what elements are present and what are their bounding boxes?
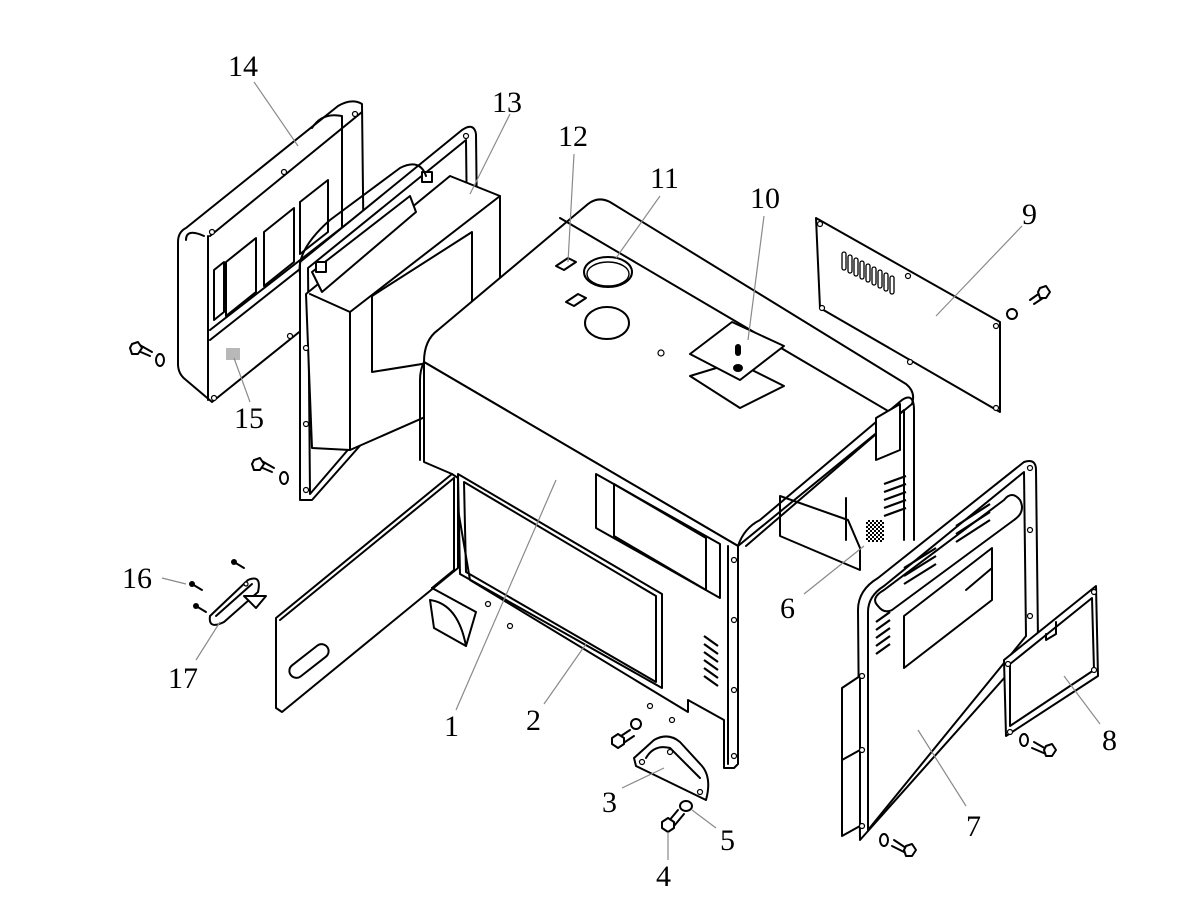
leader-15 — [233, 357, 251, 403]
callout-17: 17 — [168, 662, 198, 695]
leader-14 — [253, 81, 299, 147]
bolt-washer-front-upper — [129, 341, 165, 367]
rear-body-louvers — [883, 474, 907, 518]
part-9-side-vent-cover — [815, 217, 1001, 413]
callout-6: 6 — [780, 592, 795, 625]
bolt-washer-side-cover — [1006, 285, 1051, 320]
leader-3 — [621, 767, 665, 789]
leader-6 — [803, 545, 865, 595]
bolt-washer-rear-cover — [1019, 733, 1057, 757]
callout-14: 14 — [228, 50, 258, 83]
front-cover-louvers — [213, 179, 329, 321]
cover-slots — [841, 251, 895, 295]
part-16-screws — [189, 559, 245, 613]
leader-1 — [455, 479, 557, 711]
callout-7: 7 — [966, 810, 981, 843]
callout-16: 16 — [122, 562, 152, 595]
front-body-louvers — [703, 635, 719, 687]
part-17-door-latch — [208, 577, 267, 626]
callout-3: 3 — [602, 786, 617, 819]
leader-16 — [161, 577, 187, 585]
callout-1: 1 — [444, 710, 459, 743]
callout-12: 12 — [558, 120, 588, 153]
part-3-lifting-handle — [633, 735, 710, 801]
part-11-grommet — [583, 256, 633, 288]
leader-12 — [567, 153, 575, 263]
leader-8 — [1063, 675, 1101, 725]
leader-lines — [161, 81, 1101, 860]
part-12-top-label — [555, 257, 577, 271]
callout-11: 11 — [650, 162, 679, 195]
rear-panel-louvers — [875, 503, 991, 655]
bolt-washer-rear-lower — [879, 833, 917, 857]
part-5-washer — [679, 800, 693, 812]
callout-13: 13 — [492, 86, 522, 119]
part-15-front-label — [226, 348, 240, 360]
part-4-bolt — [661, 809, 685, 833]
part-7-rear-panel — [841, 460, 1039, 841]
callout-15: 15 — [234, 402, 264, 435]
bolt-washer-handle-upper — [611, 718, 642, 749]
part-1-main-canopy-body — [419, 198, 915, 769]
callout-4: 4 — [656, 860, 671, 893]
part-8-rear-access-cover — [1003, 585, 1099, 737]
bolt-washer-front-lower — [251, 457, 289, 485]
leader-11 — [615, 195, 661, 259]
part-14-front-louvered-cover — [177, 100, 365, 403]
callout-10: 10 — [750, 182, 780, 215]
callout-5: 5 — [720, 824, 735, 857]
leader-10 — [747, 215, 765, 341]
leader-2 — [543, 643, 587, 705]
leader-17 — [195, 621, 221, 661]
callouts: 1 2 3 4 5 6 7 8 9 10 11 12 13 14 15 16 1… — [122, 50, 1117, 893]
left-side-door-panel — [275, 473, 477, 713]
leader-7 — [917, 729, 967, 807]
leader-5 — [691, 809, 717, 829]
leader-13 — [469, 113, 511, 195]
part-6-rear-label — [866, 520, 884, 542]
callout-2: 2 — [526, 704, 541, 737]
callout-9: 9 — [1022, 198, 1037, 231]
leader-9 — [935, 225, 1023, 317]
callout-8: 8 — [1102, 724, 1117, 757]
